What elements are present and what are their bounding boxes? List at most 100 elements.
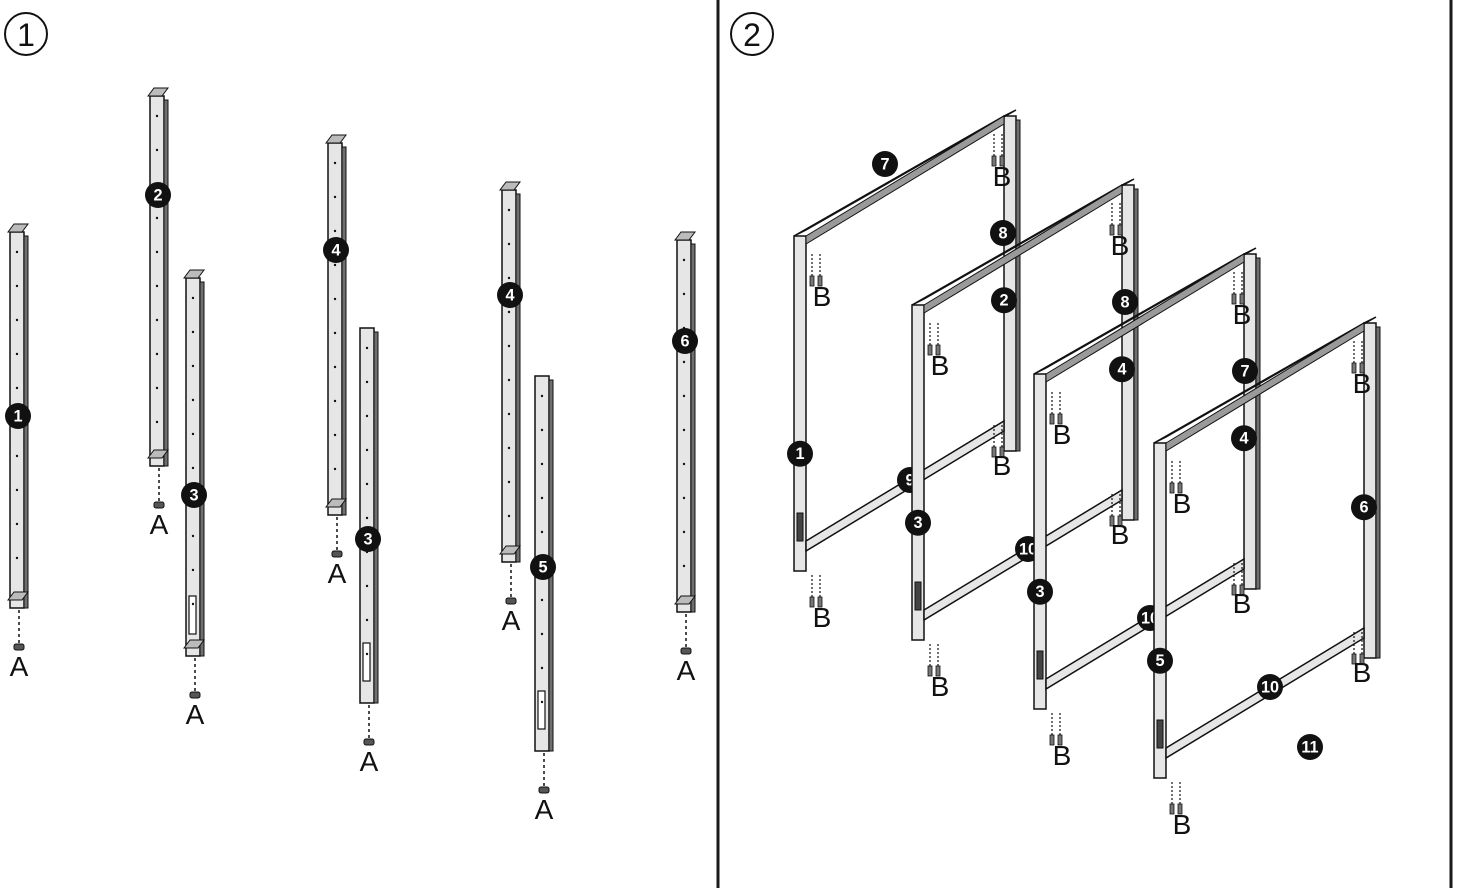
frame-1-top-rail-badge-number: 7 [880,155,889,173]
frame-1-screw-label-4: B [993,450,1012,481]
post-1-part-badge: 1 [5,403,31,429]
post-6: 4A [497,181,523,636]
frame-4-left-leg-badge-number: 5 [1155,652,1164,670]
frame-1-screws-4: B [991,425,1012,481]
frame-2-top-rail-badge-number: 8 [998,224,1007,242]
frame-4-screw-label-4: B [1353,657,1372,688]
post-8-foot-label: A [677,655,696,686]
frame-4-screw-label-1: B [1173,488,1192,519]
frame-2-right-leg-badge-number: 4 [1117,361,1126,379]
frame-4-screws-3: B [1169,782,1192,840]
frame-3-screws-4: B [1231,563,1252,619]
frame-3-screw-label-3: B [1053,740,1072,771]
frame-1-bottom-rail-badge-number: 9 [905,471,914,489]
post-2-part-badge: 2 [145,182,171,208]
frame-4-top-rail-badge-number: 7 [1240,362,1249,380]
frame-2-screw-label-3: B [931,671,950,702]
frame-1-left-leg-badge: 1 [787,440,813,467]
post-1: 1A [5,223,31,682]
post-7-part-badge: 5 [530,554,556,580]
post-8-part-badge: 6 [672,328,698,354]
step-1-badge: 1 [4,12,48,56]
post-7-foot-label: A [535,794,554,825]
frame-3-screws-1: B [1049,392,1072,450]
frame-1-left-leg-badge-number: 1 [795,445,804,463]
post-2-leveler [153,468,165,509]
post-7-leveler [538,753,550,794]
frame-1-screws-3: B [809,575,832,633]
frame-4-top-rail-badge: 7 [1232,358,1258,384]
frame-2-screw-label-2: B [1111,230,1130,261]
post-7: 5A [530,375,556,825]
frame-4-screw-label-2: B [1353,368,1372,399]
frame-3-screw-label-1: B [1053,419,1072,450]
step-2-number: 2 [743,17,761,53]
post-3-part-badge-number: 3 [189,486,198,504]
frame-2-screws-1: B [927,323,950,381]
post-1-foot-label: A [10,651,29,682]
post-8: 6A [672,231,698,686]
frame-1-right-leg-badge: 2 [991,287,1017,314]
frame-3-screw-label-4: B [1233,588,1252,619]
frame-2-screws-2: B [1109,203,1130,261]
post-3-foot-label: A [186,699,205,730]
post-4-part-badge-number: 4 [331,241,340,259]
post-8-leveler [680,614,692,655]
frame-3-screws-2: B [1231,272,1252,330]
post-4-leveler [331,517,343,558]
post-4-foot-label: A [328,558,347,589]
frame-1-screw-label-2: B [993,161,1012,192]
post-6-part-badge-number: 4 [505,286,514,304]
frame-2-bottom-rail-badge-number: 10 [1019,540,1037,558]
frame-2-screws-4: B [1109,494,1129,550]
frame-3-screws-3: B [1049,713,1072,771]
step-2-badge: 2 [730,12,774,56]
post-1-part-badge-number: 1 [13,407,22,425]
frame-1-screw-label-1: B [813,281,832,312]
frame-3-top-rail-badge-number: 8 [1120,293,1129,311]
frame-4-screws-4: B [1351,632,1372,688]
post-1-leveler [13,610,25,651]
post-5: 3A [355,327,381,777]
step-1-number: 1 [17,17,35,53]
frame-3-right-leg-badge-number: 4 [1239,430,1248,448]
post-6-leveler [505,564,517,605]
frame-4-bottom-rail-badge-number: 10 [1261,678,1279,696]
post-5-part-badge-number: 3 [363,530,372,548]
frame-2-left-leg-badge-number: 3 [913,514,922,532]
frame-4-extra-rail-badge: 11 [1297,734,1323,760]
frame-2-screw-label-1: B [931,350,950,381]
frame-1-top-rail-badge: 7 [872,151,898,177]
post-4: 4A [323,134,349,589]
frame-3-left-leg-badge: 3 [1027,578,1053,605]
frame-3-right-leg-badge: 4 [1231,425,1257,452]
post-5-part-badge: 3 [355,526,381,552]
frame-1-screws-1: B [809,254,832,312]
frame-2-top-rail-badge: 8 [990,220,1016,246]
frame-3-screw-label-2: B [1233,299,1252,330]
frame-4-screws-2: B [1351,341,1372,399]
post-3: 3A [181,269,207,730]
frame-4-left-leg-badge: 5 [1147,647,1173,674]
post-2: 2A [145,87,171,540]
post-5-foot-label: A [360,746,379,777]
post-7-part-badge-number: 5 [538,558,547,576]
frame-1-screw-label-3: B [813,602,832,633]
frame-4-screw-label-3: B [1173,809,1192,840]
frame-3-left-leg-badge-number: 3 [1035,583,1044,601]
post-5-leveler [363,705,375,746]
post-6-foot-label: A [502,605,521,636]
post-3-leveler [189,658,201,699]
frame-1-screws-2: B [991,134,1012,192]
frame-2-left-leg-badge: 3 [905,509,931,536]
post-2-foot-label: A [150,509,169,540]
frame-3-top-rail-badge: 8 [1112,289,1138,315]
frame-4-right-leg-badge-number: 6 [1359,499,1368,517]
post-8-part-badge-number: 6 [680,332,689,350]
